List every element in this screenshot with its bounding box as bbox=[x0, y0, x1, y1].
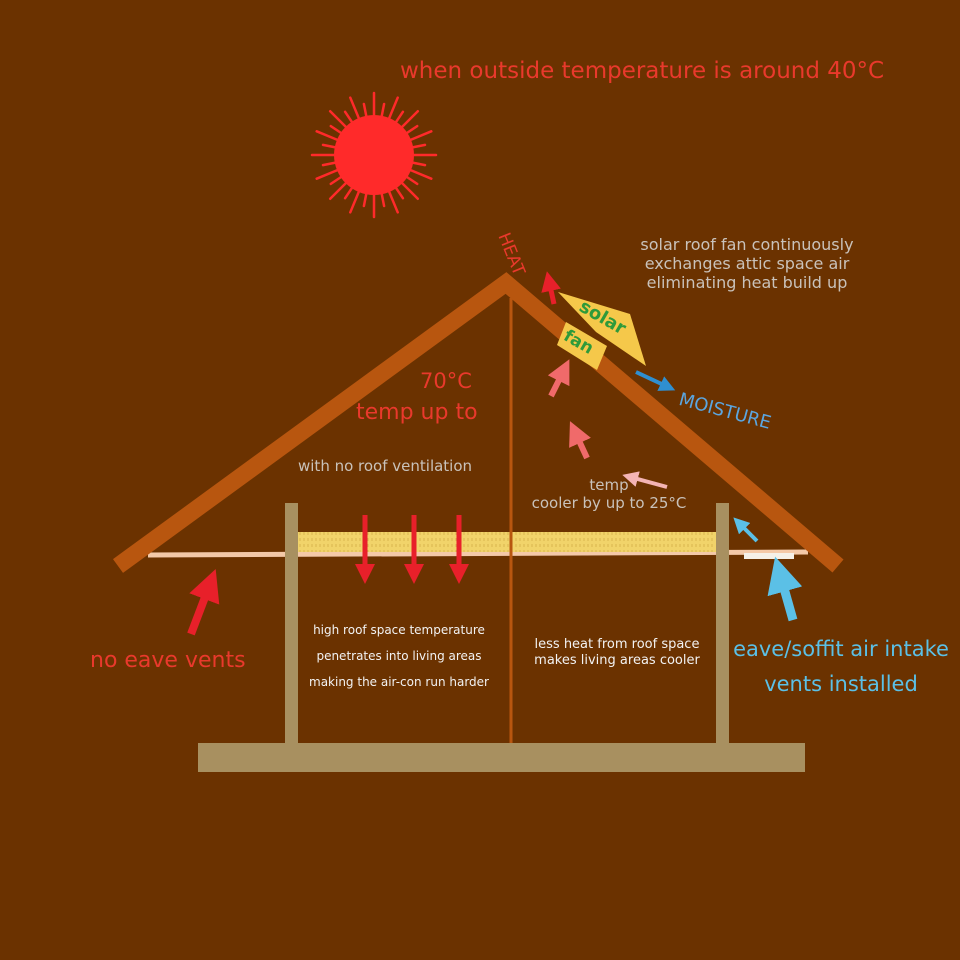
sun-ray bbox=[407, 168, 433, 180]
temp-value: 70°C bbox=[420, 369, 472, 393]
sun-ray bbox=[393, 185, 405, 200]
eave-vents-label: eave/soffit air intake vents installed bbox=[722, 632, 960, 702]
sun-ray bbox=[380, 102, 386, 119]
sun-ray bbox=[321, 161, 338, 167]
intake-air-arrow bbox=[733, 517, 759, 543]
sun-ray bbox=[410, 143, 427, 149]
diagram-title: when outside temperature is around 40°C bbox=[400, 58, 885, 84]
sun-ray bbox=[329, 124, 344, 136]
fan-description-line: solar roof fan continuously bbox=[640, 235, 854, 254]
no-ventilation-label: with no roof ventilation bbox=[298, 457, 473, 475]
sun-ray bbox=[399, 180, 420, 201]
sun-ray bbox=[315, 130, 341, 142]
ceiling-insulation bbox=[298, 532, 716, 552]
sun-ray bbox=[380, 191, 386, 208]
floor-slab bbox=[198, 743, 805, 772]
fan-description-line: exchanges attic space air bbox=[644, 254, 850, 274]
temp-cooler-line: cooler by up to 25°C bbox=[531, 494, 687, 512]
sun-ray bbox=[410, 161, 427, 167]
left-room-line: making the air-con run harder bbox=[309, 675, 489, 689]
sun-ray bbox=[349, 96, 361, 122]
left-room-text: high roof space temperature penetrates i… bbox=[304, 617, 494, 695]
sun-ray bbox=[349, 188, 361, 214]
right-room-text: less heat from roof space makes living a… bbox=[518, 637, 716, 668]
sun-ray bbox=[329, 174, 344, 186]
soffit-vent bbox=[744, 553, 794, 559]
ceiling-line bbox=[147, 549, 809, 558]
temp-up-to-label: temp up to bbox=[356, 400, 478, 425]
sun-ray bbox=[315, 168, 341, 180]
eave-vents-line: eave/soffit air intake bbox=[733, 637, 949, 661]
fan-description-line: eliminating heat build up bbox=[646, 273, 848, 293]
sun-ray bbox=[404, 124, 419, 136]
sun-ray bbox=[399, 109, 420, 130]
no-intake-arrow bbox=[187, 569, 220, 636]
warm-air-arrow bbox=[547, 359, 570, 398]
sun-ray bbox=[407, 130, 433, 142]
intake-air-arrow bbox=[767, 556, 803, 622]
sun-icon bbox=[310, 91, 438, 219]
temp-cooler-line: temp bbox=[589, 476, 629, 494]
right-room-line: less heat from roof space bbox=[534, 637, 700, 652]
fan-housing bbox=[557, 322, 607, 370]
sun-ray bbox=[404, 174, 419, 186]
sun-ray bbox=[362, 102, 368, 119]
sun-disc bbox=[334, 115, 414, 195]
eave-vents-line: vents installed bbox=[764, 672, 918, 696]
sun-ray bbox=[393, 110, 405, 125]
warm-air-arrow bbox=[569, 421, 591, 460]
sun-ray bbox=[387, 96, 399, 122]
fan-description: solar roof fan continuously exchanges at… bbox=[616, 235, 878, 293]
right-wall bbox=[716, 503, 729, 746]
sun-ray bbox=[343, 110, 355, 125]
cool-air-arrow bbox=[622, 471, 668, 489]
sun-ray bbox=[328, 109, 349, 130]
right-room-line: makes living areas cooler bbox=[534, 652, 700, 668]
roof bbox=[112, 272, 844, 573]
left-wall bbox=[285, 503, 298, 746]
solar-fan-icon[interactable] bbox=[558, 292, 646, 366]
heat-exhaust-arrow bbox=[541, 271, 561, 305]
sun-ray bbox=[343, 185, 355, 200]
no-eave-vents-label: no eave vents bbox=[90, 648, 246, 673]
moisture-arrow bbox=[635, 370, 676, 391]
left-room-line: penetrates into living areas bbox=[316, 649, 482, 663]
sun-ray bbox=[362, 191, 368, 208]
sun-ray bbox=[321, 143, 338, 149]
left-room-line: high roof space temperature bbox=[313, 623, 485, 637]
temp-cooler-label: temp cooler by up to 25°C bbox=[518, 476, 700, 512]
sun-ray bbox=[328, 180, 349, 201]
sun-ray bbox=[387, 188, 399, 214]
